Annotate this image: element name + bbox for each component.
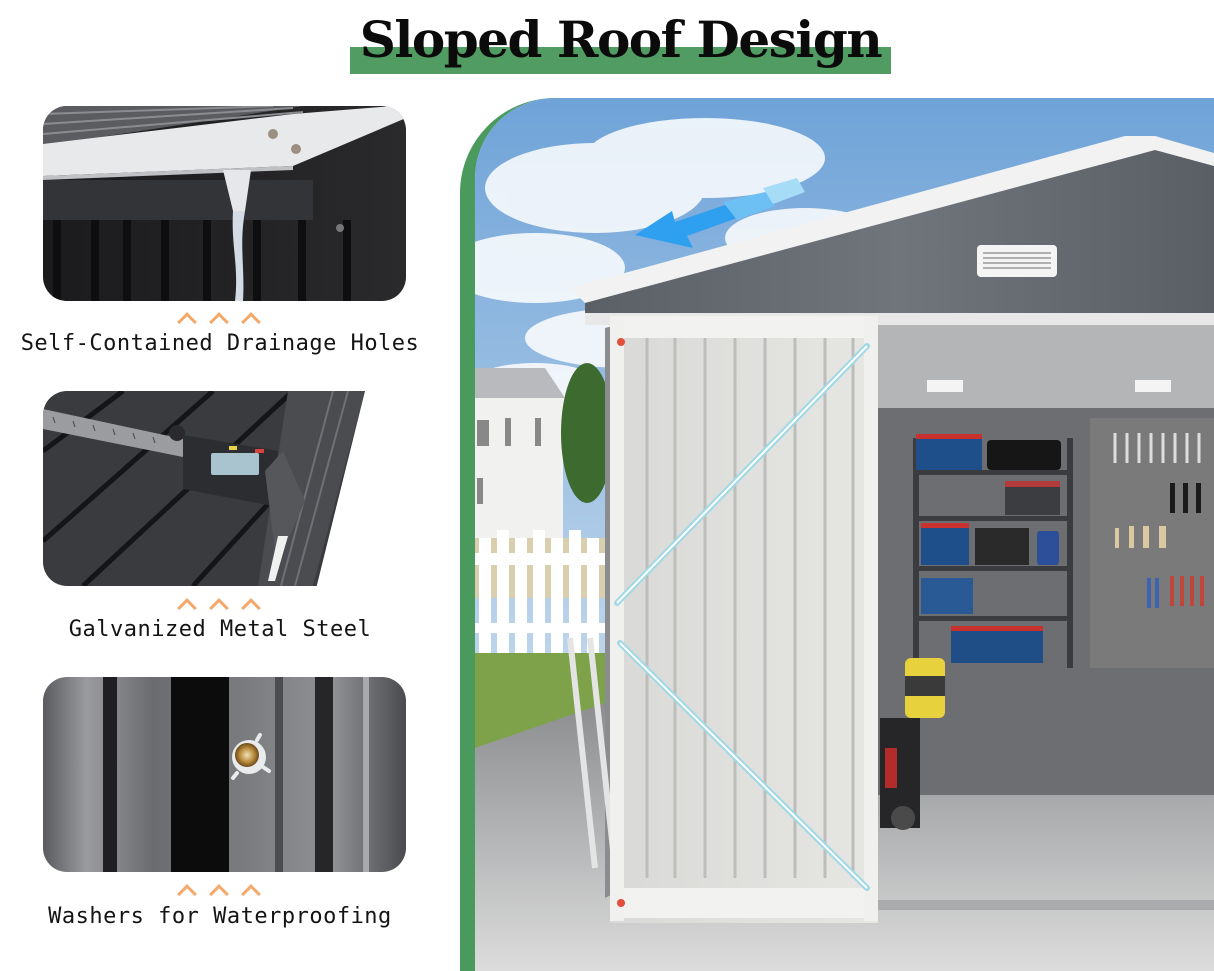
triple-chevron-up-icon: [175, 309, 261, 325]
airflow-arrow-left-icon: [635, 178, 805, 248]
triple-chevron-up-icon: [175, 881, 261, 897]
feature-caption-drainage: Self-Contained Drainage Holes: [20, 331, 420, 356]
hero-image-shed: [475, 98, 1214, 971]
feature-image-galvanized-steel: [43, 391, 365, 586]
feature-image-drainage: [43, 106, 406, 301]
triple-chevron-up-icon: [175, 595, 261, 611]
title-highlight-band: [350, 47, 891, 74]
feature-caption-galvanized-steel: Galvanized Metal Steel: [68, 617, 372, 642]
page-title: Sloped Roof Design: [359, 10, 883, 69]
feature-caption-washers: Washers for Waterproofing: [48, 904, 392, 929]
feature-image-washers: [43, 677, 406, 872]
